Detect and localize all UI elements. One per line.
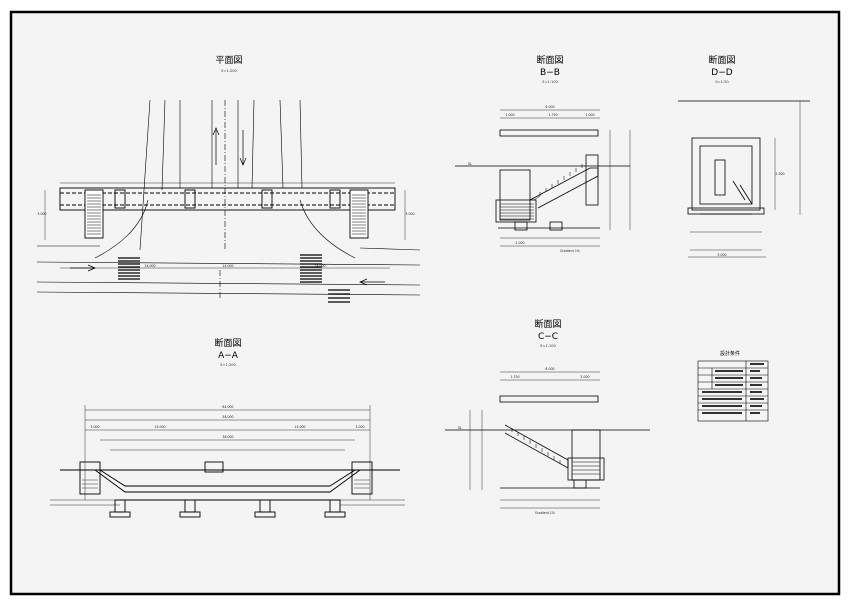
- section-aa-scale: S=1:200: [220, 363, 236, 367]
- plan-view: 平面図 S=1:200: [36, 55, 421, 303]
- section-bb-label: B−B: [540, 68, 560, 78]
- svg-text:3.000: 3.000: [90, 425, 99, 429]
- svg-text:15.000: 15.000: [294, 425, 305, 429]
- svg-text:64.000: 64.000: [222, 405, 233, 409]
- section-aa-title: 断面図: [214, 337, 241, 349]
- svg-text:14.000: 14.000: [222, 264, 233, 268]
- svg-text:2.000: 2.000: [515, 241, 524, 245]
- svg-text:1.000: 1.000: [505, 113, 514, 117]
- svg-text:1.750: 1.750: [510, 375, 519, 379]
- section-cc-label: C−C: [538, 332, 558, 342]
- svg-text:3.000: 3.000: [405, 212, 414, 216]
- section-aa-label: A−A: [218, 351, 239, 361]
- svg-text:38.000: 38.000: [222, 435, 233, 439]
- svg-text:14.000: 14.000: [144, 264, 155, 268]
- section-cc-scale: S=1:100: [540, 344, 556, 348]
- svg-text:1.000: 1.000: [585, 113, 594, 117]
- design-conditions-table: 設計条件: [697, 350, 769, 422]
- svg-text:15.000: 15.000: [154, 425, 165, 429]
- section-dd: 断面図 D−D S=1:50 3.000 2.500: [678, 54, 810, 258]
- section-cc-title: 断面図: [534, 318, 561, 330]
- plan-scale: S=1:200: [221, 69, 237, 73]
- drawing-border: [9, 10, 841, 596]
- section-bb-scale: S=1:100: [542, 80, 558, 84]
- svg-text:3.000: 3.000: [355, 425, 364, 429]
- section-dd-scale: S=1:50: [715, 80, 729, 84]
- svg-text:3.000: 3.000: [37, 212, 46, 216]
- svg-text:3.000: 3.000: [717, 253, 726, 257]
- section-dd-label: D−D: [711, 68, 732, 78]
- svg-text:2.500: 2.500: [775, 172, 784, 176]
- svg-text:Gradient 1%: Gradient 1%: [535, 511, 555, 515]
- section-aa: 断面図 A−A S=1:200: [50, 337, 405, 518]
- svg-text:2.000: 2.000: [580, 375, 589, 379]
- svg-text:6.000: 6.000: [545, 105, 554, 109]
- svg-text:GL: GL: [458, 426, 462, 430]
- section-bb: 断面図 B−B S=1:100 6.000 1.000 1.: [455, 54, 631, 253]
- svg-text:6.000: 6.000: [545, 367, 554, 371]
- svg-text:Gradient 1%: Gradient 1%: [560, 249, 580, 253]
- svg-text:58.000: 58.000: [222, 415, 233, 419]
- svg-text:1.750: 1.750: [548, 113, 557, 117]
- section-dd-title: 断面図: [708, 54, 735, 66]
- plan-title: 平面図: [215, 55, 242, 66]
- section-bb-title: 断面図: [536, 54, 563, 66]
- section-cc: 断面図 C−C S=1:100 6.000 1.750 2.000 Gradie: [445, 318, 650, 515]
- svg-text:GL: GL: [468, 162, 472, 166]
- svg-text:14.000: 14.000: [314, 264, 325, 268]
- design-conditions-title: 設計条件: [720, 350, 740, 357]
